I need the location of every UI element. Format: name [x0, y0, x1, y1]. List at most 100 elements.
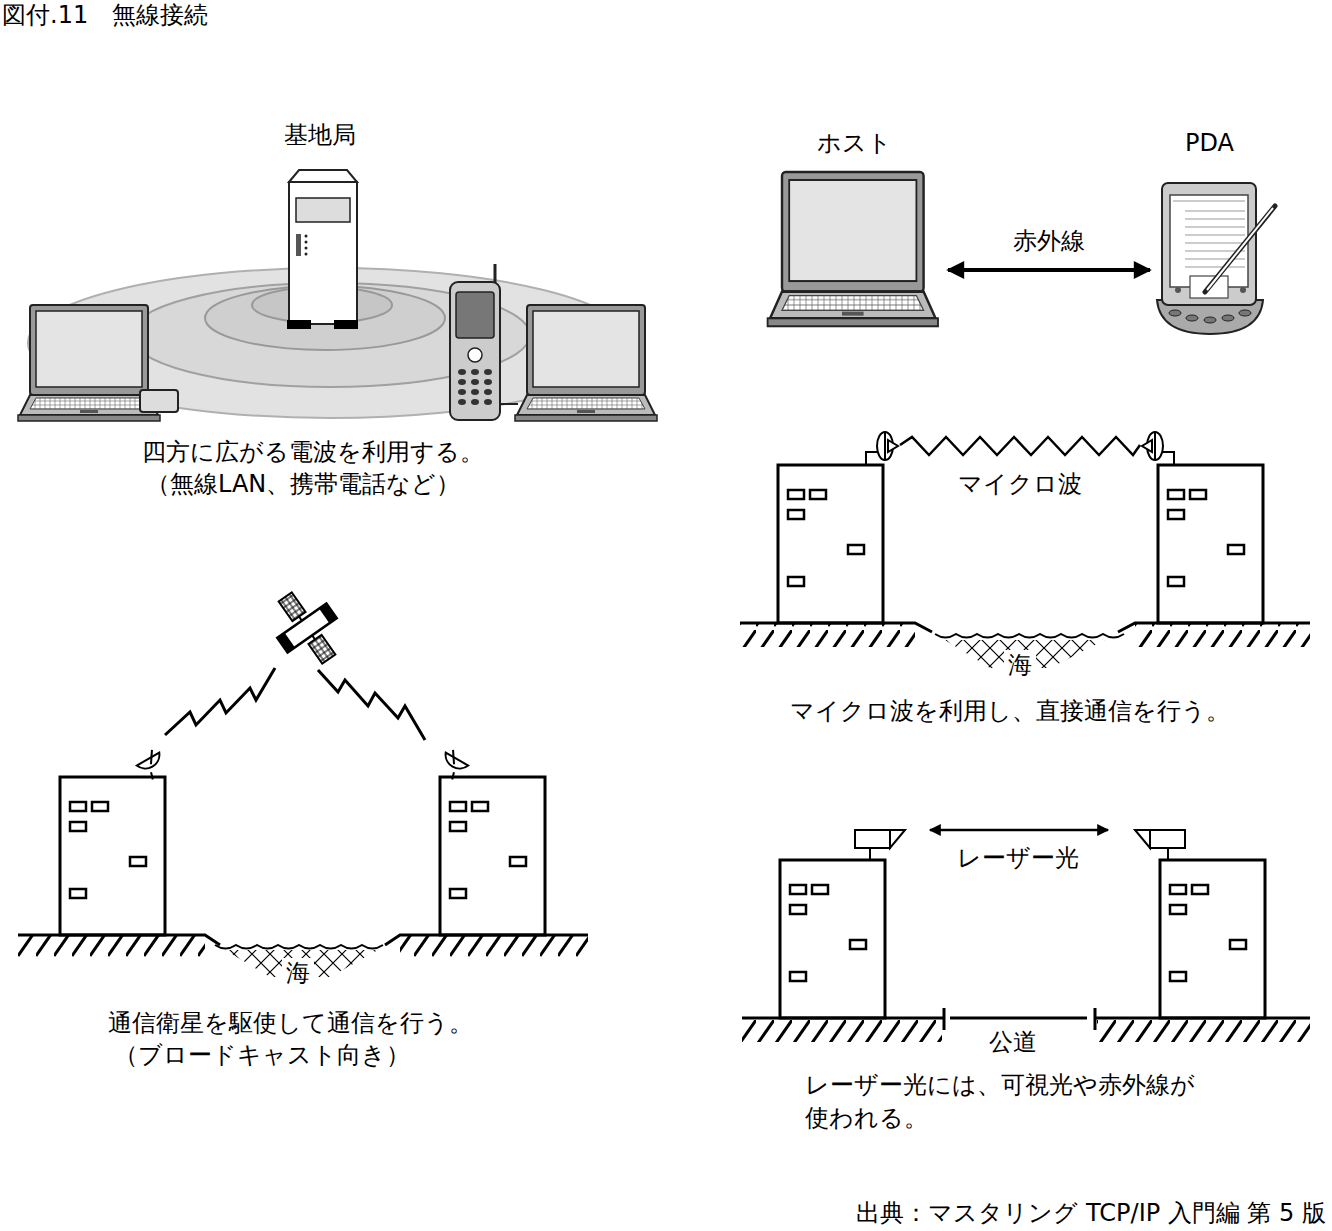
laser-device — [855, 830, 890, 848]
laser-device — [855, 830, 905, 860]
building — [440, 777, 545, 935]
satellite — [261, 580, 354, 677]
caption: 通信衛星を駆使して通信を行う。 — [108, 1008, 473, 1038]
mobile-phone — [458, 369, 492, 405]
caption: レーザー光には、可視光や赤外線が — [805, 1070, 1195, 1100]
microwave-zigzag — [900, 437, 1140, 455]
pda-icon — [1185, 243, 1245, 244]
base-station: 基地局 — [250, 120, 390, 332]
base-station-tower — [296, 234, 301, 256]
device-label: ホスト — [762, 128, 946, 158]
satellite — [279, 592, 306, 621]
microwave-antenna — [884, 432, 886, 460]
satellite-dish — [436, 747, 472, 783]
pda-icon — [1170, 195, 1248, 287]
base-station-tower — [289, 182, 357, 324]
laser-device — [890, 830, 905, 848]
microwave-zigzag — [900, 437, 1140, 455]
caption: マイクロ波を利用し、直接通信を行う。 — [790, 696, 1230, 726]
base-station-tower — [305, 247, 308, 250]
laser-beam — [930, 829, 1108, 832]
satellite — [277, 633, 295, 653]
satellite-dish — [149, 772, 154, 779]
microwave-antenna — [1142, 440, 1152, 452]
satellite-dish — [450, 772, 455, 779]
pda-icon — [1185, 227, 1245, 228]
pda-icon — [1175, 287, 1181, 293]
laptop-icon — [515, 305, 657, 421]
satellite — [319, 603, 337, 623]
device-label: PDA — [1152, 128, 1267, 158]
mobile-phone — [458, 379, 466, 385]
laptop-icon — [18, 305, 160, 421]
sea — [215, 945, 383, 949]
radio-zigzag — [165, 668, 425, 740]
pda-icon — [1205, 206, 1275, 292]
pda-icon — [1185, 211, 1245, 212]
pda-icon — [1169, 310, 1251, 323]
ground — [742, 1018, 942, 1042]
caption: 四方に広がる電波を利用する。 — [142, 437, 484, 467]
laptop-icon — [515, 305, 657, 421]
base-station-tower — [305, 235, 308, 238]
caption: （ブロードキャスト向き） — [114, 1040, 410, 1070]
ground — [740, 623, 1310, 632]
base-station-tower — [287, 320, 311, 329]
mobile-phone — [471, 389, 479, 395]
building — [1158, 465, 1263, 623]
satellite — [308, 635, 335, 664]
laptop-icon — [768, 172, 938, 326]
mobile-phone — [458, 399, 466, 405]
building — [1160, 860, 1265, 1018]
ground — [1097, 1018, 1310, 1042]
laser-beam — [930, 830, 1108, 831]
medium-label: レーザー光 — [957, 843, 1079, 873]
edge-label: 赤外線 — [1009, 226, 1089, 256]
pda-icon — [1157, 183, 1275, 334]
mobile-phone — [450, 264, 518, 420]
laser-device — [1167, 848, 1169, 860]
microwave-antenna — [1154, 432, 1156, 460]
building — [778, 465, 883, 623]
base-station-tower — [305, 241, 308, 244]
base-station-tower — [289, 170, 357, 182]
infrared-link — [948, 268, 1150, 272]
laser-device — [1135, 830, 1185, 860]
building — [1160, 860, 1265, 1018]
building — [780, 860, 885, 1018]
host-computer: ホスト — [762, 128, 946, 333]
source-note: 出典：マスタリング TCP/IP 入門編 第 5 版 — [856, 1198, 1326, 1228]
building — [1158, 465, 1263, 623]
ground — [740, 623, 915, 647]
mobile-phone — [458, 389, 466, 395]
laser-device — [1150, 830, 1185, 848]
pda-icon — [1240, 287, 1246, 293]
ground — [18, 935, 588, 945]
base-station-tower — [334, 320, 358, 329]
building — [778, 465, 883, 623]
mobile-phone — [468, 348, 482, 362]
microwave-antenna — [1162, 452, 1174, 465]
base-station-tower — [296, 198, 350, 222]
building — [60, 777, 165, 935]
mobile-phone — [471, 399, 479, 405]
pda-icon — [1239, 310, 1251, 316]
satellite-dish — [134, 747, 170, 783]
pda-icon — [1169, 310, 1181, 316]
pda-icon — [1185, 259, 1245, 260]
building — [60, 777, 165, 935]
medium-label: マイクロ波 — [958, 469, 1082, 499]
laptop-icon — [18, 305, 160, 421]
ground — [18, 935, 205, 959]
mobile-phone — [471, 379, 479, 385]
ground — [1135, 623, 1310, 647]
mobile-phone — [458, 369, 466, 375]
pda-icon — [1207, 208, 1273, 290]
mobile-phone — [484, 379, 492, 385]
figure-title: 図付.11 無線接続 — [2, 0, 208, 30]
ground — [742, 1008, 1310, 1030]
radio-zigzag — [318, 670, 425, 740]
satellite-dish — [145, 750, 158, 764]
device-label: 基地局 — [250, 120, 390, 150]
pda-icon — [1185, 219, 1245, 220]
